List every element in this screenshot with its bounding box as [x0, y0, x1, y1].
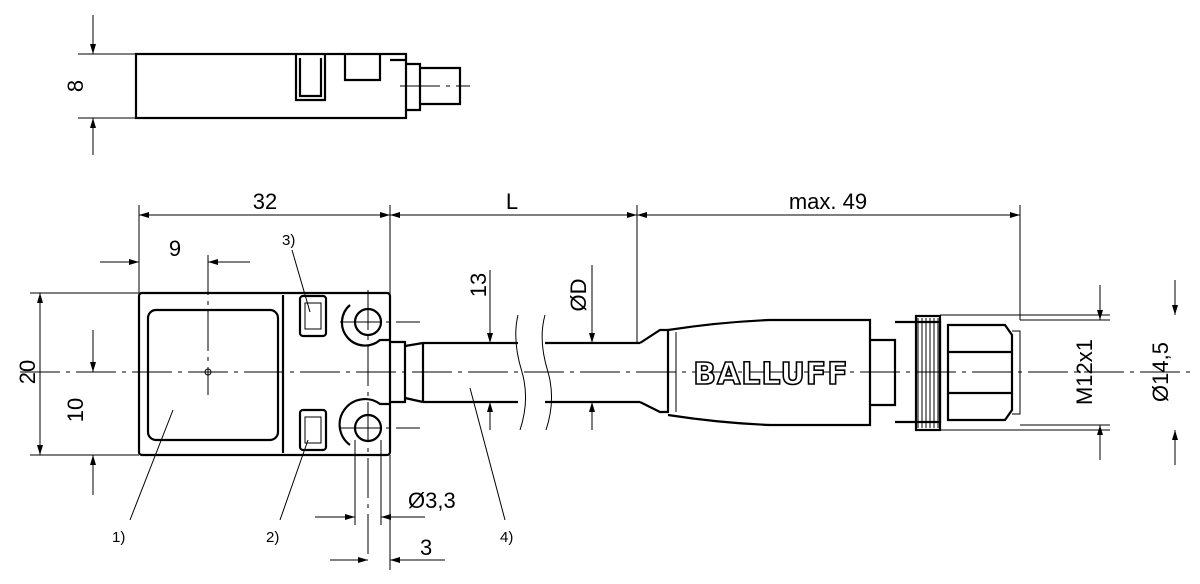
top-view: 8	[63, 15, 470, 155]
dim-thread: M12x1	[1072, 339, 1097, 405]
dimensions: 32 L max. 49 9 20 10 13 ØD Ø3,3 3 M12x1 …	[15, 189, 1178, 570]
callouts: 1) 2) 3) 4)	[112, 232, 513, 546]
dim-length: 32	[253, 189, 277, 214]
front-view: BALLUFF	[20, 255, 1190, 555]
callout-4: 4)	[500, 529, 513, 546]
callout-2: 2)	[266, 529, 279, 546]
dim-cable-length: L	[506, 189, 518, 214]
dim-nut-diameter: Ø14,5	[1148, 342, 1173, 402]
dim-hole-diameter: Ø3,3	[408, 488, 456, 513]
knurl	[914, 314, 942, 432]
dim-cable-diameter: ØD	[566, 279, 591, 312]
callout-3: 3)	[282, 232, 295, 249]
callout-1: 1)	[112, 529, 125, 546]
brand-logo: BALLUFF	[693, 357, 849, 392]
dim-cable-height: 13	[466, 273, 491, 297]
dim-connector-length: max. 49	[789, 189, 867, 214]
dim-offset: 9	[169, 236, 181, 261]
dim-hole-offset: 3	[420, 535, 432, 560]
dim-width: 20	[15, 360, 40, 384]
dim-half-width: 10	[63, 398, 88, 422]
dim-height-top: 8	[63, 80, 88, 92]
